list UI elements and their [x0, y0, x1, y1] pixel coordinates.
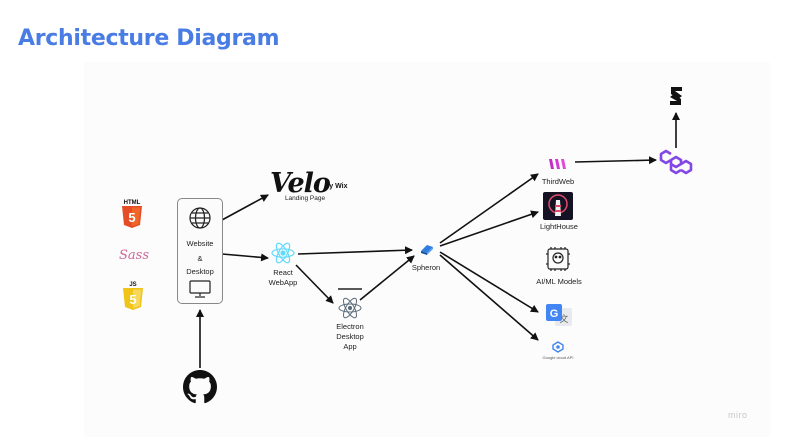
website-desktop-box[interactable]	[177, 198, 223, 304]
github-icon	[183, 370, 217, 409]
arrow-thirdweb-to-polygon	[574, 156, 657, 165]
arrow-spheron-to-lighthouse	[439, 210, 539, 247]
arrow-react-to-electron	[295, 264, 334, 304]
arrow-spheron-to-gcloud	[439, 254, 539, 341]
website-label: Website	[186, 239, 214, 248]
arrow-react-to-spheron	[297, 246, 413, 255]
arrow-spheron-to-thirdweb	[439, 173, 539, 244]
svg-text:文: 文	[559, 313, 568, 325]
lighthouse-icon	[543, 192, 573, 225]
miro-watermark: miro	[728, 410, 748, 420]
page-title: Architecture Diagram	[18, 26, 280, 51]
js-label: JS	[129, 282, 136, 288]
arrow-box-to-velo	[221, 194, 269, 221]
react-label-line1: React	[273, 268, 293, 277]
svg-text:G: G	[550, 308, 559, 320]
globe-icon	[188, 206, 212, 235]
spheron-label: Spheron	[411, 263, 441, 272]
react-label-line2: WebApp	[268, 278, 298, 287]
electron-label-line2: Desktop	[336, 332, 364, 341]
google-cloud-icon	[551, 340, 565, 358]
lighthouse-label: LightHouse	[540, 222, 578, 231]
sass-label: Sass	[119, 248, 149, 263]
electron-icon	[336, 287, 364, 326]
arrow-spheron-to-gapi	[439, 251, 539, 313]
spheron-icon	[419, 242, 435, 261]
html5-icon: HTML 5	[120, 198, 144, 233]
monitor-icon	[188, 279, 212, 304]
thirdweb-icon	[548, 157, 568, 175]
html5-label: HTML	[124, 200, 141, 206]
gcloud-label: Google cloud API	[542, 355, 574, 360]
polygon-icon	[658, 148, 694, 181]
s-logo-icon	[668, 86, 684, 111]
velo-by-wix: by Wix	[325, 183, 348, 190]
aiml-label: AI/ML Models	[536, 277, 582, 286]
arrow-electron-to-spheron	[359, 255, 415, 301]
svg-text:5: 5	[129, 292, 136, 307]
js-icon: JS 5	[121, 280, 145, 315]
thirdweb-label: ThirdWeb	[541, 177, 575, 186]
landing-page-label: Landing Page	[284, 195, 326, 202]
google-translate-icon: 文 G	[545, 303, 573, 334]
robot-icon	[545, 246, 571, 277]
velo-logo: Velo	[270, 168, 331, 199]
svg-text:5: 5	[128, 210, 135, 225]
ampersand-label: &	[197, 254, 203, 263]
arrow-box-to-react	[221, 253, 269, 262]
react-icon	[270, 241, 296, 270]
electron-label-line3: App	[343, 342, 357, 351]
desktop-label: Desktop	[186, 267, 214, 276]
sass-icon: Sass	[118, 242, 150, 271]
electron-label-line1: Electron	[336, 322, 364, 331]
